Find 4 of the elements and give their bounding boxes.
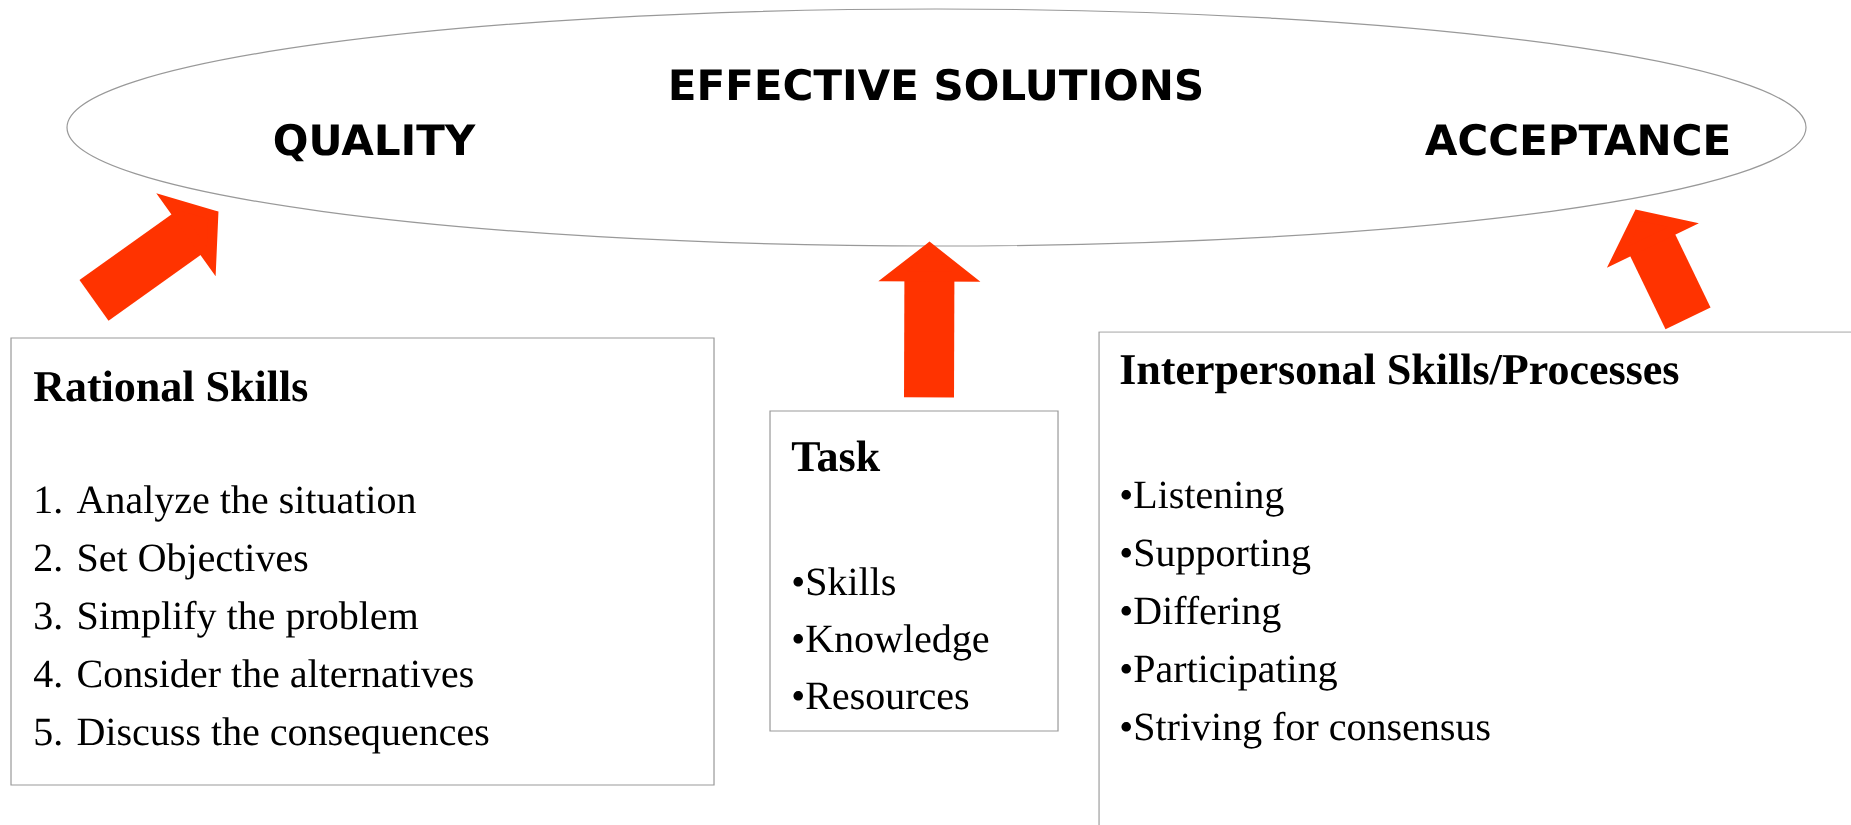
text-box: Task •Skills •Knowledge •Resources (769, 410, 1059, 732)
text-box: Rational Skills 1. Analyze the situation 2. Set Objectives 3. Simplify the problem 4. Consider the alternatives 5. Discuss the consequences (10, 337, 715, 786)
text-box: Interpersonal Skills/Processes •Listening •Supporting •Differing •Participating •Striving for consensus (1098, 331, 1851, 825)
arrow (79, 193, 219, 321)
